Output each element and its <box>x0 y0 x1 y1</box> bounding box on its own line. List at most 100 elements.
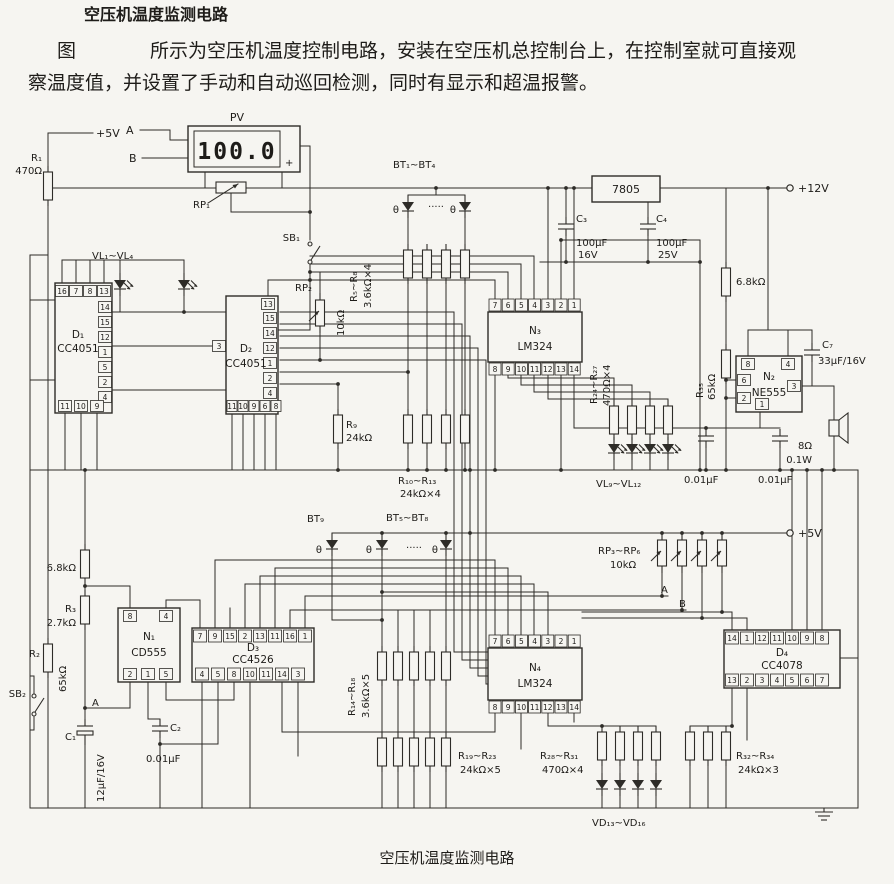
ic-n3-box <box>487 311 583 363</box>
pin-box <box>243 667 257 681</box>
pin-number: 14 <box>727 634 737 643</box>
pin-box <box>58 400 72 412</box>
label-c2: C₂ <box>170 723 181 734</box>
label-c1: C₁ <box>65 732 76 743</box>
pin-number: 11 <box>270 632 280 641</box>
temp-sensor-icon <box>401 194 415 219</box>
pin-number: 4 <box>103 393 108 402</box>
resistor-icon <box>376 645 388 687</box>
labels: +5V A B PV 100.0 + RP₁ R₁ 470Ω VL₁~VL₄ S… <box>9 111 866 829</box>
pin-box <box>98 316 112 328</box>
pin-number: 1 <box>572 301 577 310</box>
pin-box <box>226 400 238 412</box>
pin-number: 7 <box>74 287 79 296</box>
label-rp2-value: 10kΩ <box>336 309 347 336</box>
label-7805: 7805 <box>612 183 640 196</box>
pin-box <box>211 667 225 681</box>
pin-box <box>781 358 795 370</box>
label-plus5v-left: +5V <box>96 127 120 140</box>
pin-number: 13 <box>255 632 265 641</box>
pin-number: 4 <box>532 301 537 310</box>
pin-number: 1 <box>572 637 577 646</box>
label-n4-part: LM324 <box>518 678 553 690</box>
label-c7-value: 33μF/16V <box>818 356 866 367</box>
pin-number: 10 <box>517 365 527 374</box>
diode-icon <box>613 772 627 797</box>
pin-number: 11 <box>261 670 271 679</box>
theta-symbol: θ <box>366 545 372 556</box>
pin-number: 2 <box>128 670 133 679</box>
pin-number: 15 <box>100 318 110 327</box>
pin-number: 2 <box>559 637 564 646</box>
node-b2-label: B <box>679 599 686 610</box>
potentiometer-icon <box>690 532 708 574</box>
pin-number: 3 <box>760 676 765 685</box>
pin-box <box>83 285 97 297</box>
pin-box <box>238 629 252 643</box>
resistor-icon <box>644 399 656 441</box>
pin-box <box>263 342 277 354</box>
resistor-icon <box>459 243 471 285</box>
pin-number: 14 <box>265 329 275 338</box>
label-c1-value: 12μF/16V <box>96 754 107 802</box>
resistor-icon <box>650 725 662 767</box>
figure-caption: 空压机温度监测电路 <box>379 849 514 867</box>
pin-box <box>740 631 754 645</box>
pin-number: 8 <box>128 612 133 621</box>
pin-box <box>123 610 137 622</box>
resistor-icon <box>720 725 732 767</box>
speaker-icon <box>828 412 849 444</box>
pin-box <box>270 400 282 412</box>
label-d2-part: CC4051 <box>225 358 266 370</box>
label-d3: D₃ <box>247 642 259 654</box>
resistor-icon <box>424 645 436 687</box>
resistor-icon <box>720 343 732 385</box>
resistor-icon <box>702 725 714 767</box>
pin-number: 4 <box>775 676 780 685</box>
resistor-icon <box>42 165 54 207</box>
capacitor-icon <box>557 216 575 237</box>
pin-number: 6 <box>742 376 747 385</box>
pin-box <box>263 387 277 399</box>
pin-box <box>195 667 209 681</box>
pin-box <box>488 634 502 648</box>
node-a-label: A <box>126 124 134 137</box>
pin-number: 7 <box>493 301 498 310</box>
pin-box <box>725 631 739 645</box>
pin-number: 9 <box>805 634 810 643</box>
label-r2: R₂ <box>29 649 40 660</box>
resistor-icon <box>42 637 54 679</box>
ground-icon <box>814 807 834 821</box>
pin-number: 16 <box>285 632 295 641</box>
label-r5-8-value: 3.6kΩ×4 <box>363 264 374 308</box>
temp-sensor-icon <box>325 532 339 557</box>
pin-box <box>737 392 751 404</box>
pin-box <box>208 629 222 643</box>
label-c4-value: 100μF <box>656 238 687 249</box>
pin-box <box>755 673 769 687</box>
diode-symbols <box>595 772 663 797</box>
pin-number: 13 <box>99 287 109 296</box>
pin-box <box>785 631 799 645</box>
pin-box <box>98 391 112 403</box>
pin-number: 11 <box>530 703 540 712</box>
pin-number: 2 <box>103 378 108 387</box>
pin-box <box>98 376 112 388</box>
pin-number: 16 <box>57 287 67 296</box>
pin-box <box>263 372 277 384</box>
label-r28-31-value: 470Ω×4 <box>542 765 583 776</box>
pin-number: 3 <box>545 637 550 646</box>
pin-box <box>815 673 829 687</box>
label-c2-value: 0.01μF <box>146 754 181 765</box>
pin-number: 10 <box>76 402 86 411</box>
pin-box <box>501 298 515 312</box>
pin-box <box>263 327 277 339</box>
resistor-icon <box>376 731 388 773</box>
resistor-icon <box>626 399 638 441</box>
pin-box <box>97 285 111 297</box>
temp-sensor-icon <box>375 532 389 557</box>
pin-number: 9 <box>213 632 218 641</box>
pin-box <box>501 362 515 376</box>
